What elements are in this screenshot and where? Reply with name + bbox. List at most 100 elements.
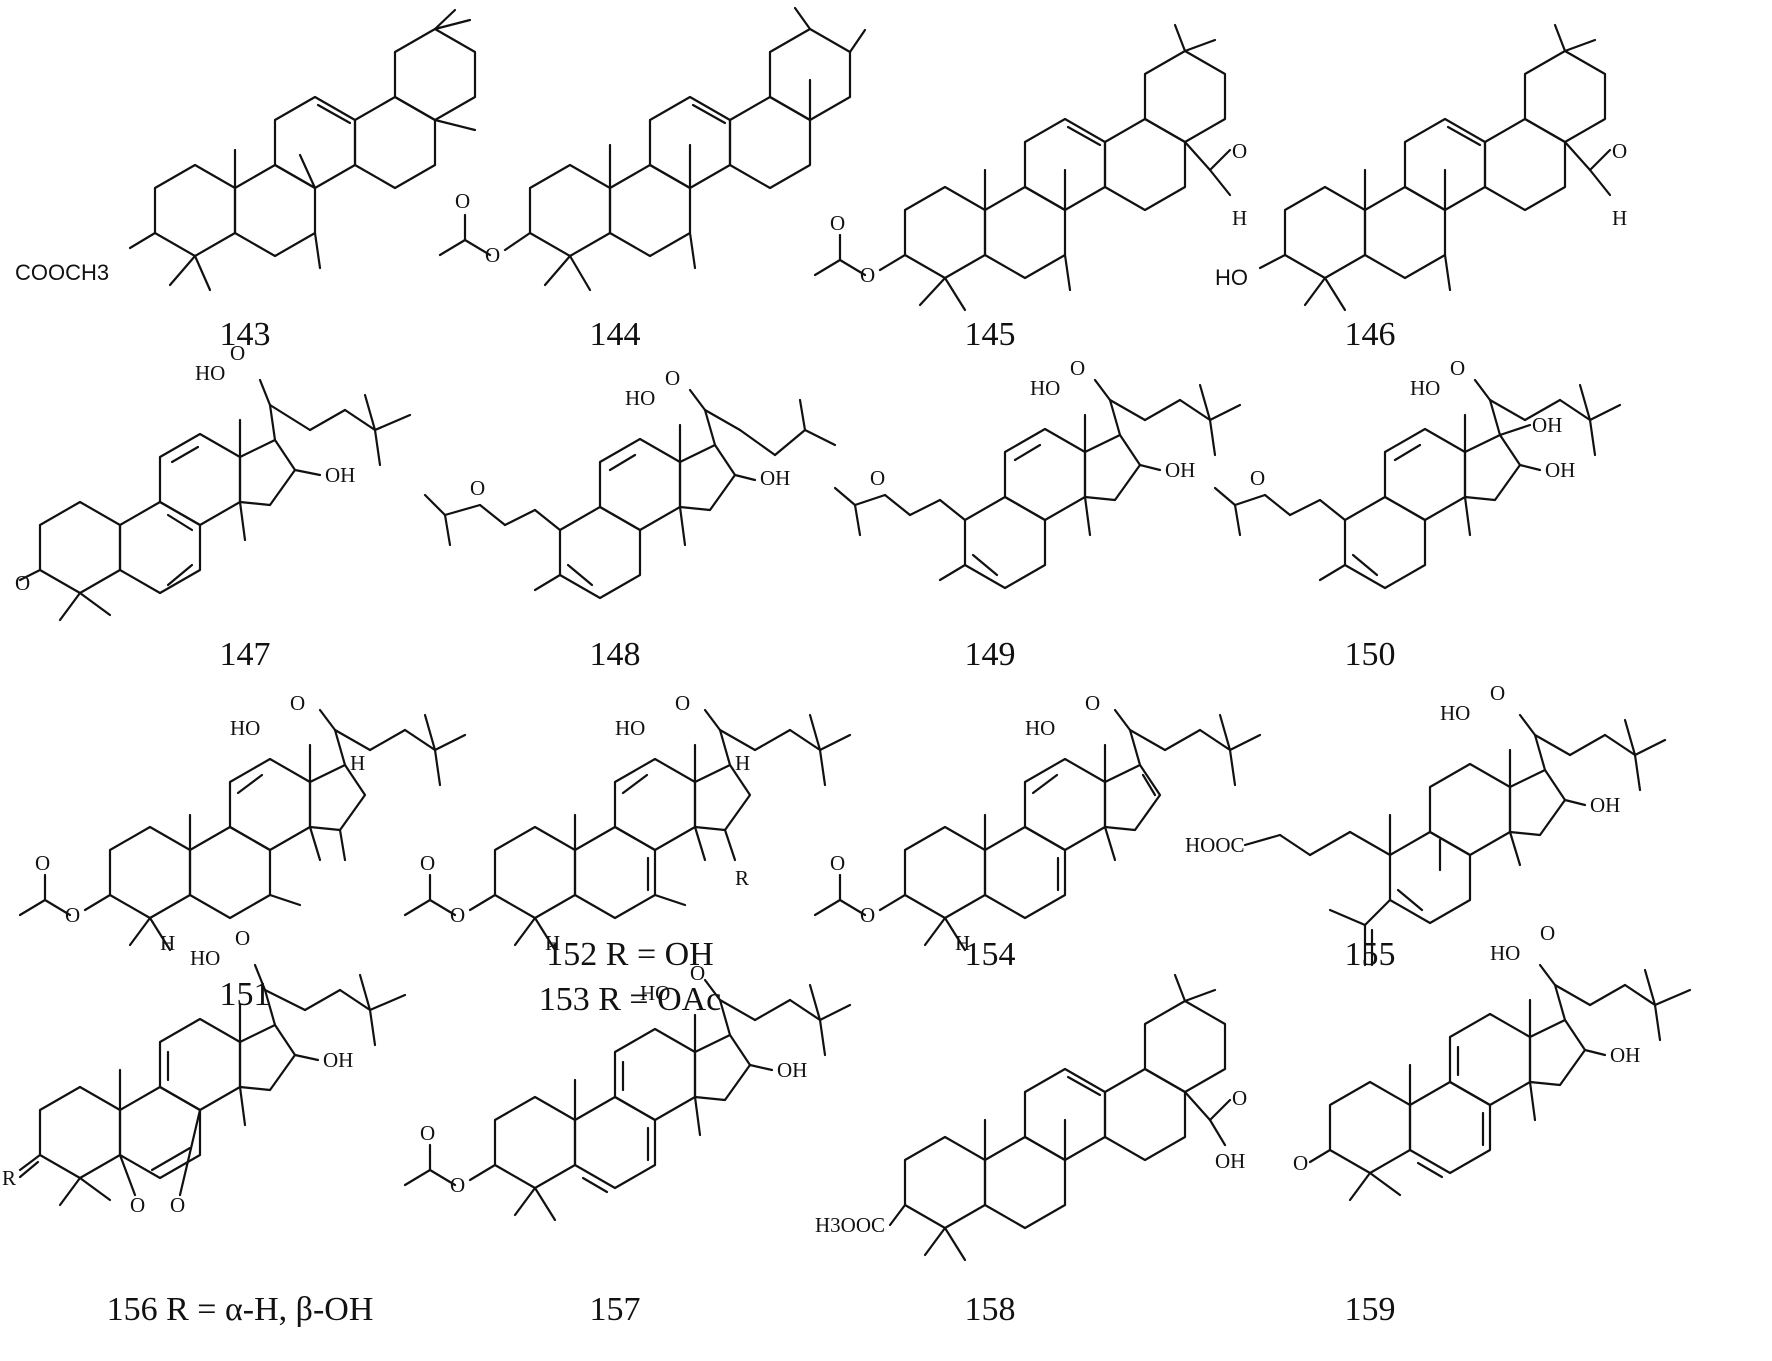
compound-156-atom-5: O (130, 1193, 145, 1217)
compound-157-label: 157 (590, 1291, 641, 1328)
compound-144-atom-1: O (455, 189, 470, 213)
compound-149-atom-2: O (1070, 356, 1085, 380)
compound-152-atom-2: O (675, 691, 690, 715)
compound-158-atom-2: OH (1215, 1149, 1245, 1173)
compound-149-atom-1: HO (1030, 376, 1060, 400)
compound-157-atom-2: O (690, 961, 705, 985)
compound-157: HO O OH O O 157 (403, 961, 852, 1328)
compound-155: HO O OH HOOC 155 (1185, 681, 1667, 973)
compound-147-label: 147 (220, 636, 271, 673)
compound-154-skeleton (813, 708, 1262, 952)
compound-149-atom-3: OH (1165, 458, 1195, 482)
compound-148: HO O OH O 148 (423, 366, 837, 673)
compound-148-atom-4: O (470, 476, 485, 500)
compound-148-skeleton (423, 388, 837, 600)
compound-157-atom-1: HO (640, 981, 670, 1005)
compound-148-atom-3: OH (760, 466, 790, 490)
compound-156: HO O OH R O O 156 R = α-H, β-OH (2, 926, 407, 1328)
compound-145-atom-3: O (1232, 139, 1247, 163)
compound-147-atom-4: O (15, 571, 30, 595)
compound-154-atom-4: O (860, 903, 875, 927)
compound-155-atom-1: HO (1440, 701, 1470, 725)
compound-158-skeleton (888, 973, 1232, 1262)
compound-147-atom-1: HO (195, 361, 225, 385)
compound-157-atom-3: OH (777, 1058, 807, 1082)
compound-146: HO O H 146 (1215, 23, 1627, 353)
compound-149: HO O OH O 149 (833, 356, 1242, 673)
compound-144-skeleton (438, 6, 867, 292)
compound-158-atom-1: O (1232, 1086, 1247, 1110)
compound-151-label: 151 (220, 976, 271, 1013)
compound-150-atom-1: HO (1410, 376, 1440, 400)
compound-151: HO O H O O H 151 (18, 691, 467, 1013)
compound-149-label: 149 (965, 636, 1016, 673)
compound-147-skeleton (18, 378, 412, 622)
compound-152-atom-1: HO (615, 716, 645, 740)
compound-156-atom-6: O (170, 1193, 185, 1217)
compound-150-atom-5: O (1250, 466, 1265, 490)
compound-152-skeleton (403, 708, 852, 952)
compound-151-atom-5: O (65, 903, 80, 927)
compound-156-atom-3: OH (323, 1048, 353, 1072)
compound-155-skeleton (1243, 713, 1667, 967)
compound-152-atom-5: O (420, 851, 435, 875)
compound-143-label: 143 (220, 316, 271, 353)
compound-152-atom-3: H (735, 751, 750, 775)
compound-144: O O 144 (438, 6, 867, 353)
compound-143-skeleton (128, 8, 477, 292)
compound-145-atom-4: H (1232, 206, 1247, 230)
compound-159: HO O OH O 159 (1293, 921, 1692, 1328)
compound-152-atom-7: H (545, 931, 560, 955)
compound-153-label: 153 R = OAc (539, 981, 722, 1018)
compound-145-atom-2: O (860, 263, 875, 287)
compound-145-skeleton (813, 23, 1232, 312)
compound-159-label: 159 (1345, 1291, 1396, 1328)
compound-156-atom-1: HO (190, 946, 220, 970)
compound-154-label: 154 (965, 936, 1016, 973)
compound-151-atom-1: HO (230, 716, 260, 740)
compound-146-skeleton (1258, 23, 1612, 312)
compound-159-atom-2: O (1540, 921, 1555, 945)
compound-157-atom-4: O (420, 1121, 435, 1145)
compound-149-atom-4: O (870, 466, 885, 490)
compound-144-label: 144 (590, 316, 641, 353)
compound-157-skeleton (403, 978, 852, 1222)
compound-150: HO O OH OH O 150 (1213, 356, 1622, 673)
compound-155-atom-3: OH (1590, 793, 1620, 817)
compound-147: HO O OH O 147 (15, 341, 412, 673)
compound-150-atom-3: OH (1532, 413, 1562, 437)
compound-152-label: 152 R = OH (546, 936, 713, 973)
compound-147-atom-2: O (230, 341, 245, 365)
compound-151-skeleton (18, 708, 467, 952)
compound-147-atom-3: OH (325, 463, 355, 487)
compound-146-atom-2: O (1612, 139, 1627, 163)
compound-156-skeleton (18, 963, 407, 1207)
compound-154-atom-3: O (830, 851, 845, 875)
compound-156-label: 156 R = α-H, β-OH (107, 1291, 374, 1328)
compound-149-skeleton (833, 378, 1242, 590)
compound-143-atom-1: COOCH3 (15, 260, 109, 285)
compound-151-atom-2: O (290, 691, 305, 715)
compound-151-atom-4: O (35, 851, 50, 875)
compound-155-atom-4: HOOC (1185, 833, 1245, 857)
compound-159-atom-4: O (1293, 1151, 1308, 1175)
compound-154: HO O O O H 154 (813, 691, 1262, 973)
compound-150-atom-2: O (1450, 356, 1465, 380)
compound-146-atom-3: H (1612, 206, 1627, 230)
compound-154-atom-1: HO (1025, 716, 1055, 740)
compound-145-atom-1: O (830, 211, 845, 235)
compound-158: O OH H3OOC 158 (815, 973, 1247, 1328)
compound-159-skeleton (1308, 963, 1692, 1202)
compound-150-label: 150 (1345, 636, 1396, 673)
compound-158-label: 158 (965, 1291, 1016, 1328)
compound-156-atom-4: R (2, 1166, 16, 1190)
compound-150-skeleton (1213, 378, 1622, 590)
compound-157-atom-5: O (450, 1173, 465, 1197)
compound-148-atom-2: O (665, 366, 680, 390)
compound-143: COOCH3 143 (15, 8, 477, 353)
compound-159-atom-3: OH (1610, 1043, 1640, 1067)
compound-158-atom-3: H3OOC (815, 1213, 885, 1237)
compound-154-atom-5: H (955, 931, 970, 955)
compound-154-atom-2: O (1085, 691, 1100, 715)
